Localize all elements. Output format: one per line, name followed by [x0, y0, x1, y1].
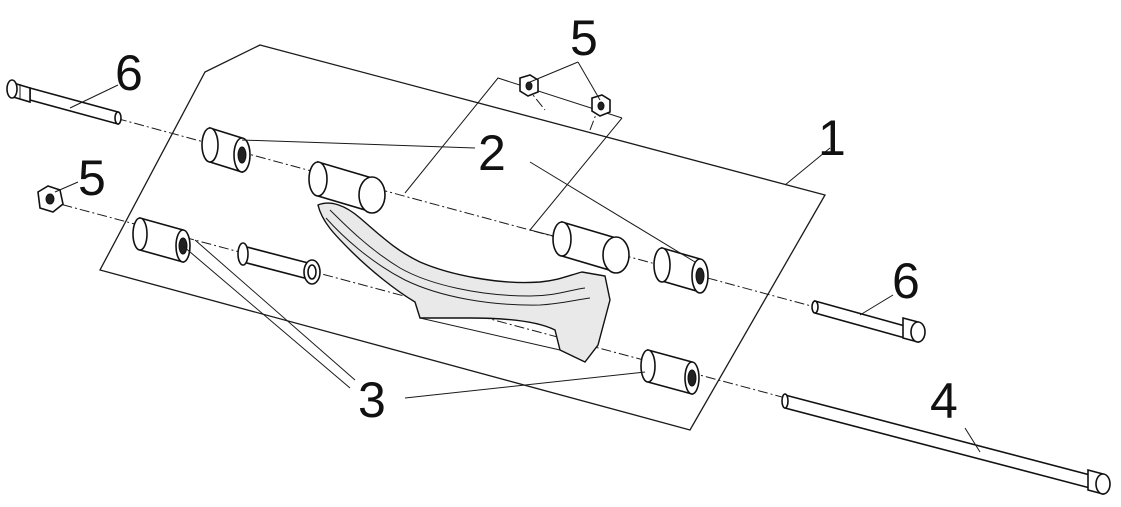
- callout-5-left: 5: [78, 150, 106, 206]
- nut-5-left: [37, 185, 64, 213]
- bolt-4-long: [781, 393, 1111, 496]
- leader-5b: [577, 61, 601, 101]
- leader-4: [964, 427, 981, 453]
- spacer-sleeve: [237, 242, 321, 285]
- bushing-3-right: [640, 348, 700, 396]
- leader-2a: [241, 139, 476, 149]
- callout-6-left: 6: [115, 45, 143, 101]
- callout-3: 3: [358, 372, 386, 428]
- frame-2-left: [404, 77, 623, 194]
- leader-3b: [194, 239, 356, 381]
- leader-1: [784, 147, 831, 186]
- leader-5a: [529, 61, 579, 83]
- bushing-3-left: [132, 216, 191, 264]
- leader-6b: [859, 294, 894, 316]
- nut-5-top-right: [591, 94, 611, 117]
- callout-2: 2: [478, 125, 506, 181]
- bracket-arm: [317, 202, 611, 363]
- callout-1: 1: [818, 110, 846, 166]
- callout-4: 4: [930, 373, 958, 429]
- bushing-2-right: [653, 246, 709, 294]
- callout-6-right: 6: [892, 253, 920, 309]
- bushing-2-left: [201, 126, 251, 174]
- nut-5-top-left: [519, 74, 539, 97]
- leader-5c: [54, 181, 79, 193]
- bolt-6-left: [6, 79, 122, 126]
- bracket-sleeve-right: [552, 220, 630, 274]
- leader-3c: [404, 371, 646, 399]
- leader-6a: [69, 84, 119, 109]
- callout-5-top: 5: [570, 10, 598, 66]
- assembly-outline: [99, 44, 826, 431]
- leader-3a: [182, 245, 351, 389]
- bolt-6-right: [811, 299, 926, 344]
- leader-2b: [529, 161, 696, 263]
- bracket-sleeve-left: [308, 160, 386, 214]
- axis-upper: [29, 94, 901, 331]
